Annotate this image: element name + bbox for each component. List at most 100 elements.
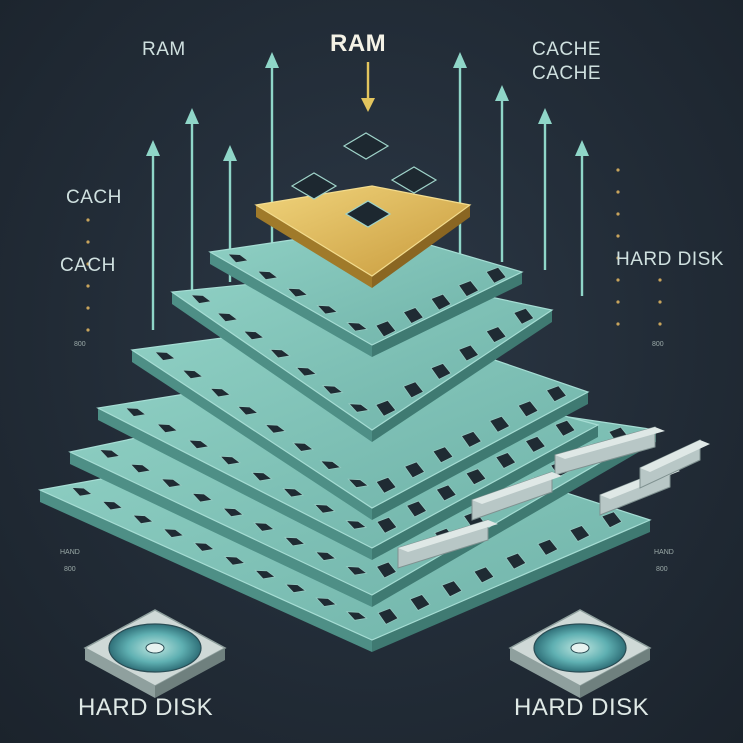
memory-chip-icon [283, 536, 306, 547]
memory-chip-icon [346, 322, 369, 332]
label-cache-right-1: CACHE [532, 39, 602, 60]
memory-chip-icon [513, 307, 535, 325]
memory-chip-icon [226, 253, 249, 264]
memory-chip-icon [377, 607, 399, 625]
memory-chip-icon [193, 542, 215, 552]
memory-chip-icon [124, 407, 147, 417]
memory-chip-icon [342, 132, 390, 160]
arrows-group [86, 52, 662, 332]
memory-chip-icon [435, 484, 457, 502]
hard-disk-right-side [580, 648, 650, 698]
arrow-up-icon [453, 52, 467, 68]
layer-side-right [372, 310, 552, 442]
guide-dot [86, 218, 90, 222]
memory-chip-icon [160, 478, 183, 488]
hard-disk-left-side [85, 648, 155, 698]
memory-chip-icon [187, 439, 210, 450]
label-tiny-right-2: HAND [654, 549, 674, 556]
memory-chip-icon [101, 500, 124, 511]
guide-dot [86, 306, 90, 310]
memory-chip-icon [537, 538, 559, 556]
label-cach-left-2: CACH [60, 255, 116, 276]
memory-chip-icon [295, 366, 318, 377]
drive-modules [397, 426, 710, 569]
memory-chip-icon [209, 387, 232, 398]
memory-chip-icon [457, 344, 480, 362]
guide-dot [86, 240, 90, 244]
guide-dot [616, 256, 620, 260]
memory-chip-icon [376, 516, 398, 534]
memory-chip-icon [375, 561, 398, 579]
label-cache-right-2: CACHE [532, 63, 602, 84]
memory-layer [208, 227, 524, 346]
memory-chip-icon [314, 551, 337, 561]
label-ram-left: RAM [142, 39, 186, 60]
memory-chip-icon [441, 580, 463, 598]
memory-chip-icon [345, 520, 368, 530]
memory-chip-icon [375, 399, 397, 417]
memory-chip-icon [98, 449, 121, 459]
label-tiny-right-1: 800 [652, 341, 664, 348]
label-hard-disk-right: HARD DISK [616, 249, 724, 270]
memory-chip-icon [222, 507, 245, 518]
memory-chip-icon [162, 528, 185, 538]
memory-chip-icon [254, 569, 277, 580]
memory-chip-icon [256, 270, 279, 281]
drive-module-top [472, 472, 562, 504]
guide-dot [86, 284, 90, 288]
memory-chip-icon [545, 385, 568, 403]
label-tiny-left-1: 800 [74, 341, 86, 348]
memory-chip-icon [405, 500, 428, 518]
memory-chip-icon [403, 461, 426, 479]
layer-side-right [372, 272, 522, 357]
memory-chip-icon [432, 446, 454, 464]
memory-chip-icon [269, 348, 291, 359]
label-cach-left-1: CACH [66, 187, 122, 208]
label-tiny-left-3: 800 [64, 566, 76, 573]
memory-chip-icon [347, 478, 370, 489]
arrow-up-icon [265, 52, 279, 68]
hard-disks [83, 609, 652, 698]
memory-chip-icon [430, 293, 452, 311]
memory-chip-icon [465, 468, 487, 486]
memory-chip-icon [473, 566, 495, 584]
label-tiny-right-3: 800 [656, 566, 668, 573]
layer-side-right [372, 205, 470, 288]
guide-dot [86, 328, 90, 332]
memory-chip-icon [345, 611, 368, 621]
memory-chip-icon [129, 463, 152, 474]
memory-chip-icon [321, 385, 344, 395]
memory-chip-icon [316, 304, 339, 315]
layer-side-left [172, 292, 372, 442]
guide-dot [616, 168, 620, 172]
drive-module-top [640, 440, 710, 472]
memory-chip-icon [375, 476, 397, 494]
memory-chip-icon [70, 487, 93, 497]
arrow-up-icon [146, 140, 160, 156]
guide-dot [86, 262, 90, 266]
memory-chip-icon [524, 435, 547, 453]
memory-chip-icon [219, 455, 242, 466]
memory-chip-icon [505, 552, 527, 570]
guide-dot [616, 190, 620, 194]
guide-dot [616, 212, 620, 216]
disk-spindle [145, 642, 165, 654]
memory-chip-icon [223, 556, 246, 566]
memory-chip-icon [292, 442, 314, 452]
memory-chip-icon [457, 280, 480, 298]
ram-plate [254, 185, 472, 277]
guide-dot [658, 278, 662, 282]
memory-chip-icon [290, 172, 338, 200]
memory-chip-icon [409, 594, 431, 612]
layer-side-right [372, 520, 650, 652]
memory-chip-icon [569, 525, 591, 543]
disk-spindle [570, 642, 590, 654]
memory-chip-icon [154, 351, 176, 361]
memory-chip-icon [319, 460, 342, 470]
memory-chip-icon [344, 200, 392, 228]
memory-chip-icon [345, 566, 368, 576]
memory-chip-icon [485, 266, 507, 284]
drive-module-top [555, 427, 665, 459]
memory-chip-icon [485, 326, 507, 344]
